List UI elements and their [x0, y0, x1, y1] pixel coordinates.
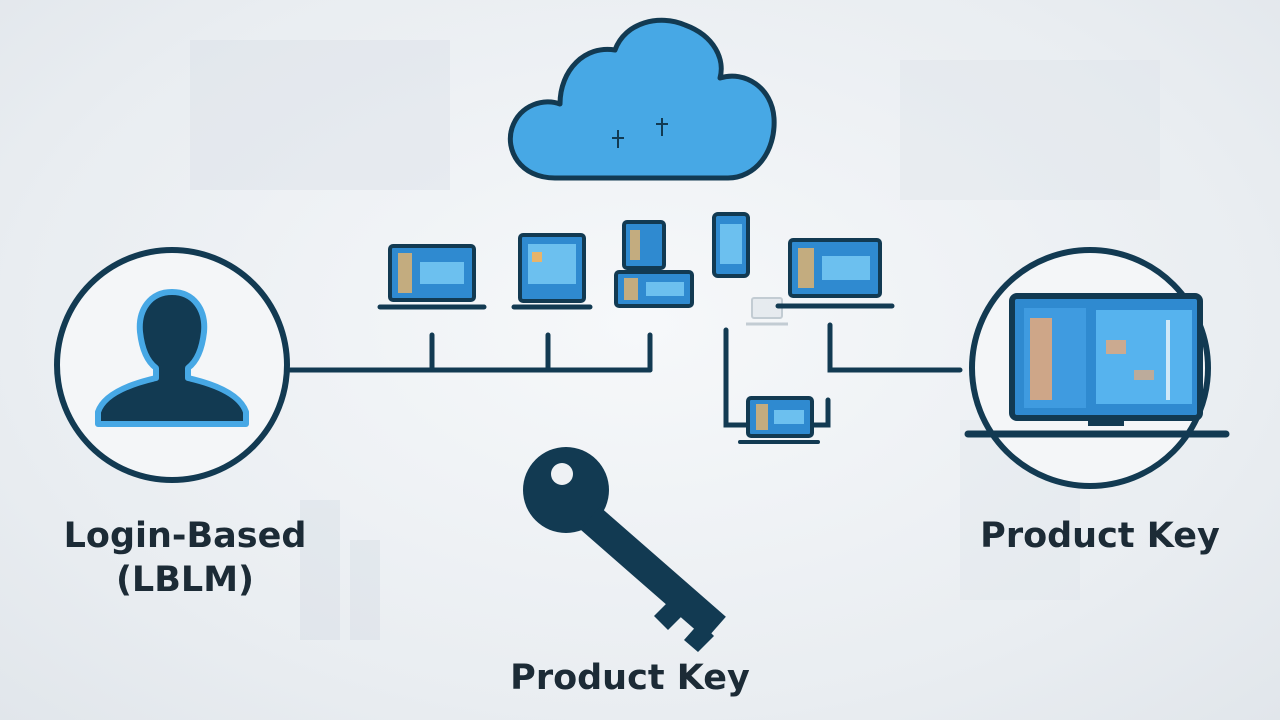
login-based-abbreviation: (LBLM) [115, 560, 255, 600]
cloud-icon [507, 17, 777, 181]
laptop-icon [377, 244, 487, 310]
login-based-title: Login-Based [63, 516, 307, 556]
monitor-icon [511, 233, 593, 310]
laptop-icon [614, 270, 694, 308]
laptop-icon [746, 297, 788, 326]
key-icon [523, 447, 726, 652]
laptop-icon [964, 247, 1230, 489]
user-icon [54, 247, 290, 483]
background-decoration [190, 40, 1160, 640]
phone-icon [712, 212, 750, 278]
laptop-icon [775, 238, 895, 309]
tablet-icon [622, 220, 666, 270]
product-key-right-label: Product Key [980, 516, 1220, 556]
laptop-icon [738, 396, 820, 444]
login-based-label: Login-Based (LBLM) [40, 514, 330, 602]
connector-middle [723, 327, 751, 428]
connector-lines [287, 322, 963, 428]
connector-right [827, 322, 963, 373]
connector-middle-right [809, 397, 831, 428]
product-key-center-label: Product Key [510, 658, 750, 698]
